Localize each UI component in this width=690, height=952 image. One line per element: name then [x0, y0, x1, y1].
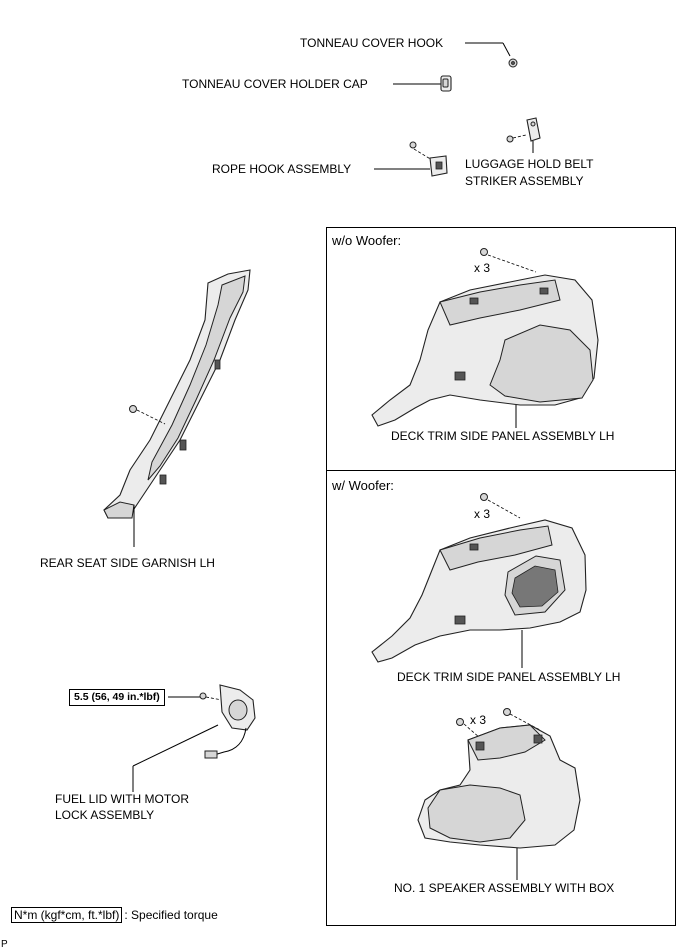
label-tonneau-cover-holder-cap: TONNEAU COVER HOLDER CAP — [182, 77, 368, 91]
torque-value-box: 5.5 (56, 49 in.*lbf) — [69, 689, 165, 706]
speaker-box-part — [417, 708, 581, 880]
variant-title-without-woofer: w/o Woofer: — [332, 233, 402, 248]
variant-box-with-woofer — [326, 470, 676, 926]
label-rope-hook-assembly: ROPE HOOK ASSEMBLY — [212, 162, 352, 176]
deck-trim-panel-w-woofer-part — [371, 493, 587, 668]
fuel-lid-part — [132, 684, 256, 792]
rear-seat-side-garnish-part — [103, 269, 251, 547]
quantity-speaker-clips: x 3 — [470, 713, 487, 727]
legend: N*m (kgf*cm, ft.*lbf): Specified torque — [11, 907, 218, 923]
rope-hook-assembly-part — [374, 141, 448, 177]
legend-unit-box: N*m (kgf*cm, ft.*lbf) — [11, 907, 123, 923]
footer-code: P — [1, 939, 8, 950]
tonneau-cover-holder-cap-part — [393, 75, 452, 92]
label-fuel-lid-line2: LOCK ASSEMBLY — [55, 808, 155, 822]
label-rear-seat-side-garnish: REAR SEAT SIDE GARNISH LH — [40, 556, 215, 570]
deck-trim-panel-wo-woofer-part — [371, 248, 599, 428]
quantity-w-clips: x 3 — [474, 507, 491, 521]
label-deck-trim-w: DECK TRIM SIDE PANEL ASSEMBLY LH — [397, 670, 621, 684]
tonneau-cover-hook-part — [465, 42, 518, 68]
label-tonneau-cover-hook: TONNEAU COVER HOOK — [300, 36, 444, 50]
quantity-wo-clips: x 3 — [474, 261, 491, 275]
label-speaker-box: NO. 1 SPEAKER ASSEMBLY WITH BOX — [394, 881, 615, 895]
label-luggage-hold-belt-line1: LUGGAGE HOLD BELT — [465, 157, 594, 171]
label-deck-trim-wo: DECK TRIM SIDE PANEL ASSEMBLY LH — [391, 429, 615, 443]
legend-description: : Specified torque — [124, 908, 218, 922]
label-fuel-lid-line1: FUEL LID WITH MOTOR — [55, 792, 190, 806]
luggage-hold-belt-striker-part — [506, 117, 541, 153]
label-luggage-hold-belt-line2: STRIKER ASSEMBLY — [465, 174, 584, 188]
variant-title-with-woofer: w/ Woofer: — [332, 478, 394, 493]
